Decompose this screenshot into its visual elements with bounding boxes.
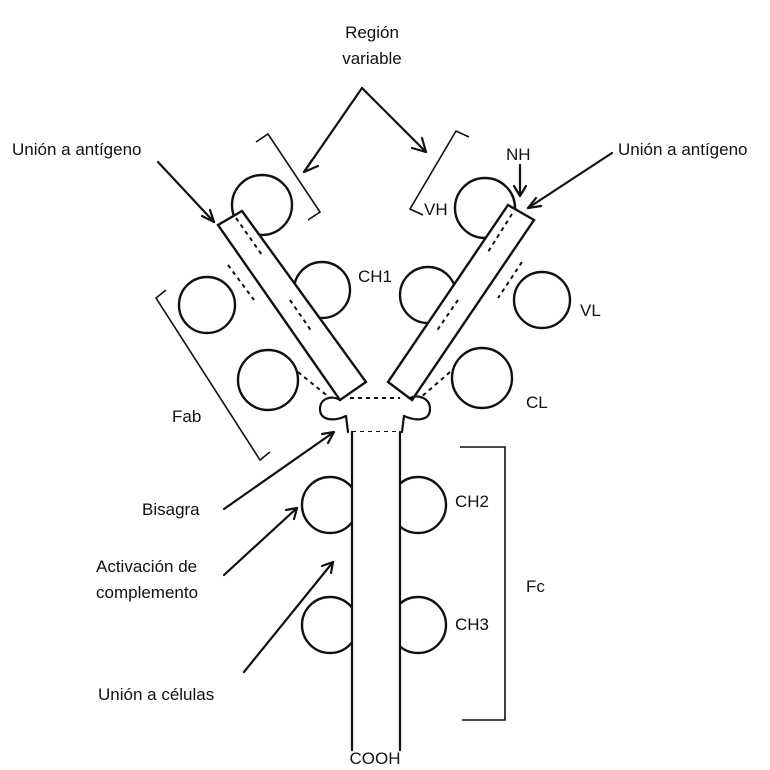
left-vl-domain bbox=[179, 277, 235, 333]
fc-stem-fill bbox=[352, 432, 400, 750]
fc-label: Fc bbox=[526, 577, 545, 596]
right-hinge-bulge bbox=[404, 396, 430, 419]
fc-bracket bbox=[460, 447, 505, 720]
left-fab-arm bbox=[179, 175, 366, 419]
left-ch2-domain bbox=[302, 477, 358, 533]
vh-label: VH bbox=[424, 200, 448, 219]
antigen-left-arrow bbox=[158, 162, 214, 222]
fc-stem bbox=[302, 432, 446, 750]
ch3-label: CH3 bbox=[455, 615, 489, 634]
variable-region-label-2: variable bbox=[342, 49, 402, 68]
cooh-label: COOH bbox=[350, 749, 401, 768]
hinge-right-edge bbox=[402, 416, 404, 432]
variable-arrow-left-head bbox=[304, 160, 318, 172]
antigen-right-arrow bbox=[528, 153, 612, 208]
nh-label: NH bbox=[506, 145, 531, 164]
complement-label-2: complemento bbox=[96, 583, 198, 602]
variable-arrow-right bbox=[362, 88, 426, 152]
right-vl-domain bbox=[514, 272, 570, 328]
complement-label-1: Activación de bbox=[96, 557, 197, 576]
complement-arrow bbox=[224, 508, 297, 575]
cl-label: CL bbox=[526, 393, 548, 412]
ch2-label: CH2 bbox=[455, 492, 489, 511]
variable-region-label-1: Región bbox=[345, 23, 399, 42]
vl-label: VL bbox=[580, 301, 601, 320]
fab-label: Fab bbox=[172, 407, 201, 426]
right-cl-domain bbox=[452, 348, 512, 408]
antigen-binding-right-label: Unión a antígeno bbox=[618, 140, 748, 159]
left-ch3-domain bbox=[302, 597, 358, 653]
left-hinge-bulge bbox=[320, 398, 346, 420]
left-cl-domain bbox=[238, 350, 298, 410]
ch1-label: CH1 bbox=[358, 267, 392, 286]
antigen-binding-left-label: Unión a antígeno bbox=[12, 140, 142, 159]
cell-binding-label: Unión a células bbox=[98, 685, 214, 704]
hinge-label: Bisagra bbox=[142, 500, 200, 519]
hinge-left-edge bbox=[346, 416, 348, 432]
hinge-region bbox=[346, 398, 404, 432]
right-fab-arm bbox=[388, 178, 570, 419]
